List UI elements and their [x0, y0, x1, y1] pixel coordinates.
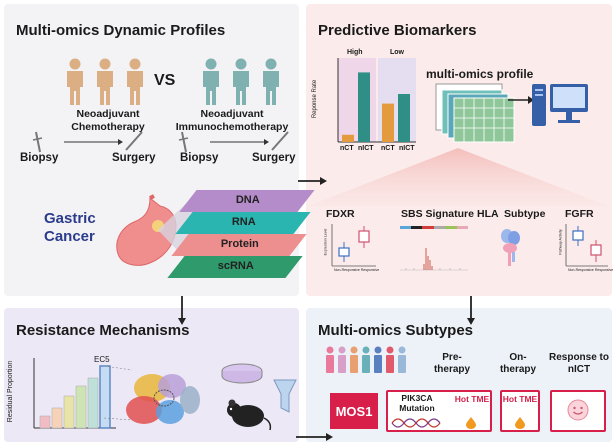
dna-helix-icon — [391, 418, 441, 428]
resistance-ylabel: Residual Proportion — [7, 360, 15, 423]
group-label-immuno: Neoadjuvant Immunochemotherapy — [175, 108, 289, 133]
biopsy-label-right: Biopsy — [180, 152, 219, 164]
ec5-label: EC5 — [94, 355, 110, 364]
panel-title-biomarkers: Predictive Biomarkers — [318, 22, 477, 39]
pik3ca-label: PIK3CA Mutation — [399, 393, 435, 413]
arrow-bottom-icon — [296, 433, 333, 441]
rate-bar-high-nct — [342, 134, 354, 142]
rate-bar-high-nict — [358, 72, 370, 142]
fdxr-xlabel: Non-Responsive Responsive — [334, 268, 380, 272]
patient-groups-icon — [326, 346, 406, 373]
response-rate-chart — [337, 58, 416, 143]
fdxr-boxplot — [331, 224, 376, 267]
hot-tme-label-on: Hot TME — [502, 394, 538, 404]
surgery-label-left: Surgery — [112, 152, 156, 164]
marker-fdxr: FDXR — [326, 208, 355, 220]
hot-tme-label-pre: Hot TME — [454, 394, 490, 404]
gastric-cancer-label: Gastric Cancer — [44, 210, 96, 245]
layer-dna: DNA — [179, 190, 315, 212]
arrow-down-right-icon — [467, 296, 475, 325]
panel-title-resistance: Resistance Mechanisms — [16, 322, 190, 339]
x-label-1: nCT — [340, 145, 354, 152]
fgfr-ylabel: Pathway Activity — [558, 229, 563, 255]
fgfr-xlabel: Non-Responsive Responsive — [568, 268, 614, 272]
panel-title-multiomics: Multi-omics Dynamic Profiles — [16, 22, 226, 39]
flame-icon-pre — [466, 417, 476, 429]
flame-icon-on — [515, 417, 525, 429]
layer-protein: Protein — [171, 234, 307, 256]
spotlight-icon — [308, 148, 608, 206]
sbs-signature-plot — [400, 226, 468, 271]
computer-icon — [532, 84, 588, 126]
vs-label: VS — [154, 72, 176, 89]
arrow-down-left-icon — [178, 296, 186, 325]
multiomics-grid-icon — [435, 83, 515, 143]
chart-ylabel: Reponse Rate — [312, 79, 319, 119]
chart-high-label: High — [347, 49, 363, 56]
on-therapy-label: On-therapy — [499, 352, 537, 375]
biopsy-label-left: Biopsy — [20, 152, 59, 164]
layer-rna: RNA — [175, 212, 311, 234]
marker-subtype: Subtype — [504, 208, 546, 220]
x-label-2: nICT — [358, 145, 374, 152]
marker-hla: HLA — [477, 208, 499, 220]
fdxr-ylabel: Expression Level — [323, 228, 328, 256]
marker-sbs: SBS Signature — [401, 208, 474, 220]
umap-cluster-icon — [103, 365, 200, 424]
x-label-4: nICT — [399, 145, 415, 152]
panel-title-subtypes: Multi-omics Subtypes — [318, 322, 474, 339]
chart-low-label: Low — [390, 49, 404, 56]
arrow-right-icon — [298, 177, 327, 185]
smiley-icon — [567, 399, 589, 421]
funnel-icon — [273, 379, 297, 413]
on-therapy-box — [500, 390, 540, 432]
arrow-to-computer-icon — [508, 96, 534, 104]
hla-molecule-icon — [501, 229, 520, 266]
surgery-label-right: Surgery — [252, 152, 296, 164]
chemo-timeline-icon — [32, 131, 143, 153]
rate-bar-low-nict — [398, 94, 410, 142]
multiomics-profile-label: multi-omics profile — [426, 67, 534, 81]
marker-fgfr: FGFR — [565, 208, 594, 220]
immuno-patients-icon — [203, 58, 279, 105]
fgfr-boxplot — [565, 224, 608, 267]
petri-dish-icon — [221, 363, 263, 384]
group-label-chemo: Neoadjuvant Chemotherapy — [71, 108, 145, 133]
mouse-icon — [227, 399, 272, 431]
high-group-bg — [338, 58, 376, 142]
x-label-3: nCT — [381, 145, 395, 152]
pre-therapy-label: Pre-therapy — [433, 352, 471, 375]
chemo-patients-icon — [67, 58, 143, 105]
mos1-badge: MOS1 — [330, 393, 378, 429]
response-label: Response to nICT — [548, 352, 609, 375]
rate-bar-low-nct — [382, 103, 394, 142]
immuno-timeline-icon — [178, 131, 289, 153]
layer-scrna: scRNA — [167, 256, 303, 278]
